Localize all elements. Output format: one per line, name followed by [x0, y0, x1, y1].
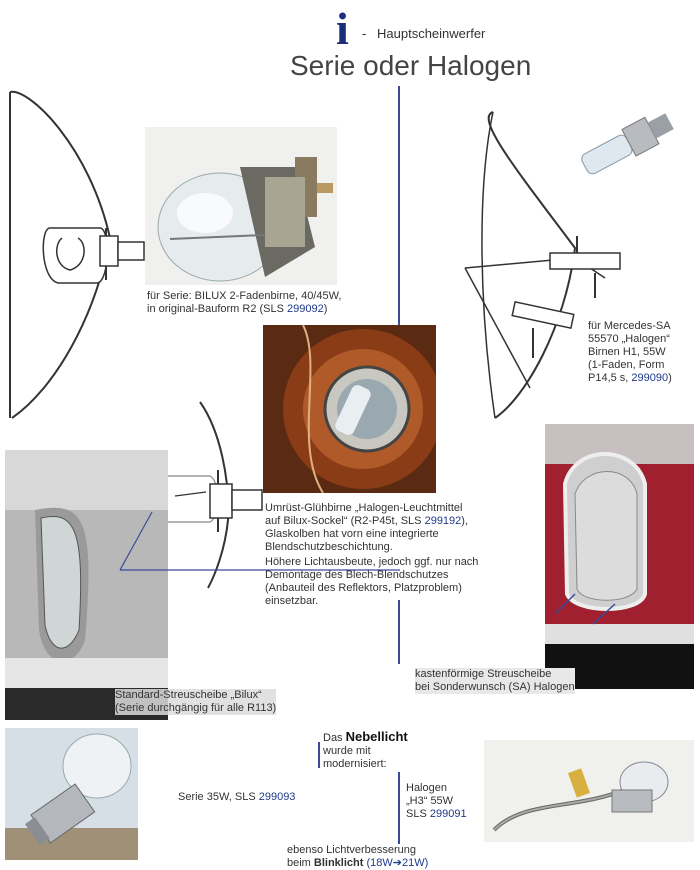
center-divider-lower [398, 600, 400, 664]
h3-bulb-photo [484, 740, 694, 842]
standard-caption: Standard-Streuscheibe „Bilux“ (Serie dur… [115, 689, 277, 715]
page-title: Serie oder Halogen [290, 50, 532, 81]
center-divider [398, 86, 400, 326]
header-subtitle: Hauptscheinwerfer [377, 26, 486, 41]
nebel-caption: Das Nebellicht wurde mit modernisiert: [323, 729, 408, 770]
pointer-lines-left [119, 511, 400, 571]
bilux-caption: für Serie: BILUX 2-Fadenbirne, 40/45W, i… [147, 290, 342, 315]
fog-sls-number: 299093 [258, 791, 296, 803]
h1-reflector-drawing [464, 111, 621, 419]
kasten-caption: kastenförmige Streuscheibe bei Sonderwun… [415, 668, 575, 694]
halogen-lens-car-photo [545, 424, 694, 689]
mercedes-sa-caption: für Mercedes-SA 55570 „Halogen“ Birnen H… [588, 320, 672, 384]
h1-sls-number: 299090 [631, 372, 669, 384]
h1-bulb-photo [560, 96, 690, 191]
serie35-caption: Serie 35W, SLS 299093 [178, 791, 296, 803]
bilux-sls-number: 299092 [287, 303, 324, 315]
standard-lens-car-photo [5, 450, 168, 720]
hoehere-caption: Höhere Lichtausbeute, jedoch ggf. nur na… [265, 556, 479, 607]
halogen-bilux-photo [263, 325, 436, 493]
h3-caption: Halogen „H3“ 55W SLS 299091 [406, 782, 467, 820]
h3-sls-number: 299091 [429, 808, 467, 820]
bilux-bulb-photo [145, 127, 337, 285]
bilux-reflector-drawing [9, 90, 145, 419]
halogen-bilux-sls-number: 299192 [424, 515, 462, 527]
center-divider-h [318, 742, 320, 768]
blink-caption: ebenso Lichtverbesserung beim Blinklicht… [287, 844, 429, 869]
header-dash: - [362, 26, 367, 41]
umruest-caption: Umrüst-Glühbirne „Halogen-Leuchtmittel a… [265, 502, 469, 553]
info-icon: i [336, 3, 349, 54]
arrow-icon: ➔ [392, 857, 402, 869]
center-divider-bottom [398, 772, 400, 844]
fog-bulb-photo [5, 728, 138, 860]
